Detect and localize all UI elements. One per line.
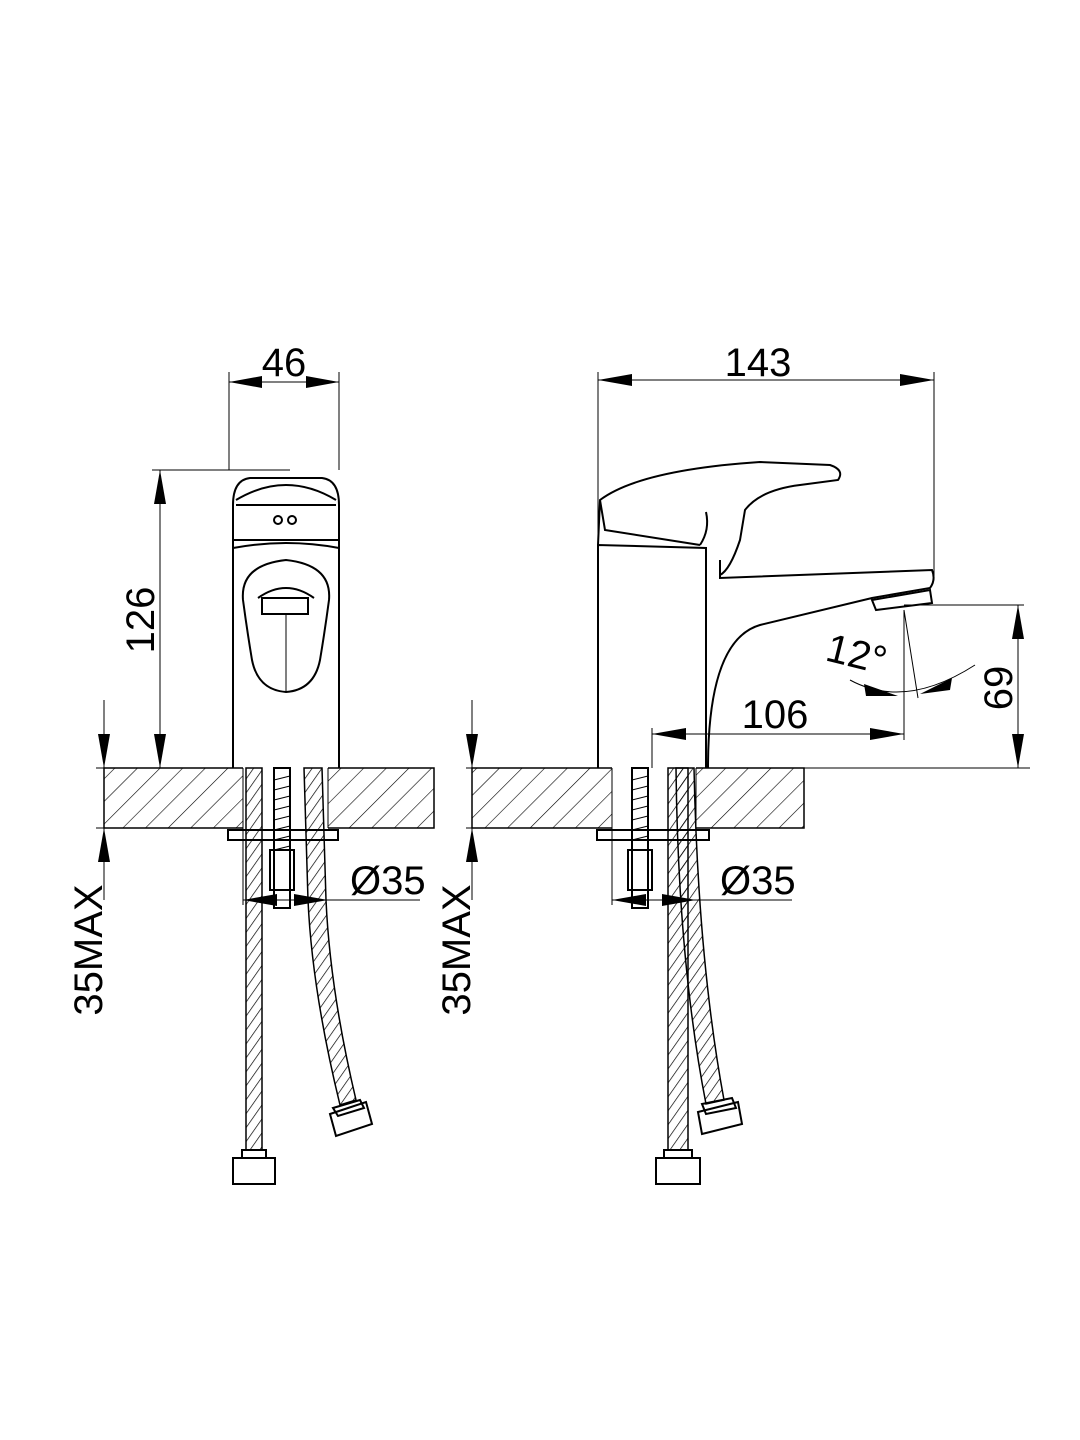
side-reach-label: 106	[742, 693, 809, 737]
side-view: 143 106 69 12°	[435, 341, 1030, 1185]
side-hoses	[655, 767, 744, 1185]
side-hole-label: Ø35	[720, 859, 796, 903]
front-width-label: 46	[262, 341, 307, 385]
front-hole-dimension: Ø35	[242, 828, 426, 906]
side-hole-dimension: Ø35	[611, 828, 796, 906]
front-view: 46 126 35MAX Ø35	[67, 341, 435, 1185]
side-max-thickness-dimension: 35MAX	[435, 700, 520, 1016]
side-spout-height-dimension: 69	[904, 604, 1024, 768]
front-max-thickness-dimension: 35MAX	[67, 700, 150, 1016]
front-max-thickness-label: 35MAX	[67, 884, 111, 1015]
front-height-label: 126	[119, 587, 163, 654]
front-base-plate	[227, 829, 339, 841]
front-width-dimension: 46	[228, 341, 340, 470]
side-angle-dimension: 12°	[822, 609, 976, 699]
front-hole-label: Ø35	[350, 859, 426, 903]
side-threaded-stud	[627, 767, 653, 909]
side-length-label: 143	[725, 341, 792, 385]
front-threaded-stud	[269, 767, 295, 909]
front-height-dimension: 126	[119, 469, 290, 768]
side-spout-height-label: 69	[977, 666, 1021, 711]
side-max-thickness-label: 35MAX	[435, 884, 479, 1015]
side-angle-label: 12°	[822, 626, 891, 683]
side-base-plate	[596, 829, 710, 841]
side-reach-dimension: 106	[651, 610, 905, 768]
front-faucet-body	[232, 477, 340, 768]
front-hoses	[232, 767, 374, 1185]
side-length-dimension: 143	[597, 341, 935, 768]
